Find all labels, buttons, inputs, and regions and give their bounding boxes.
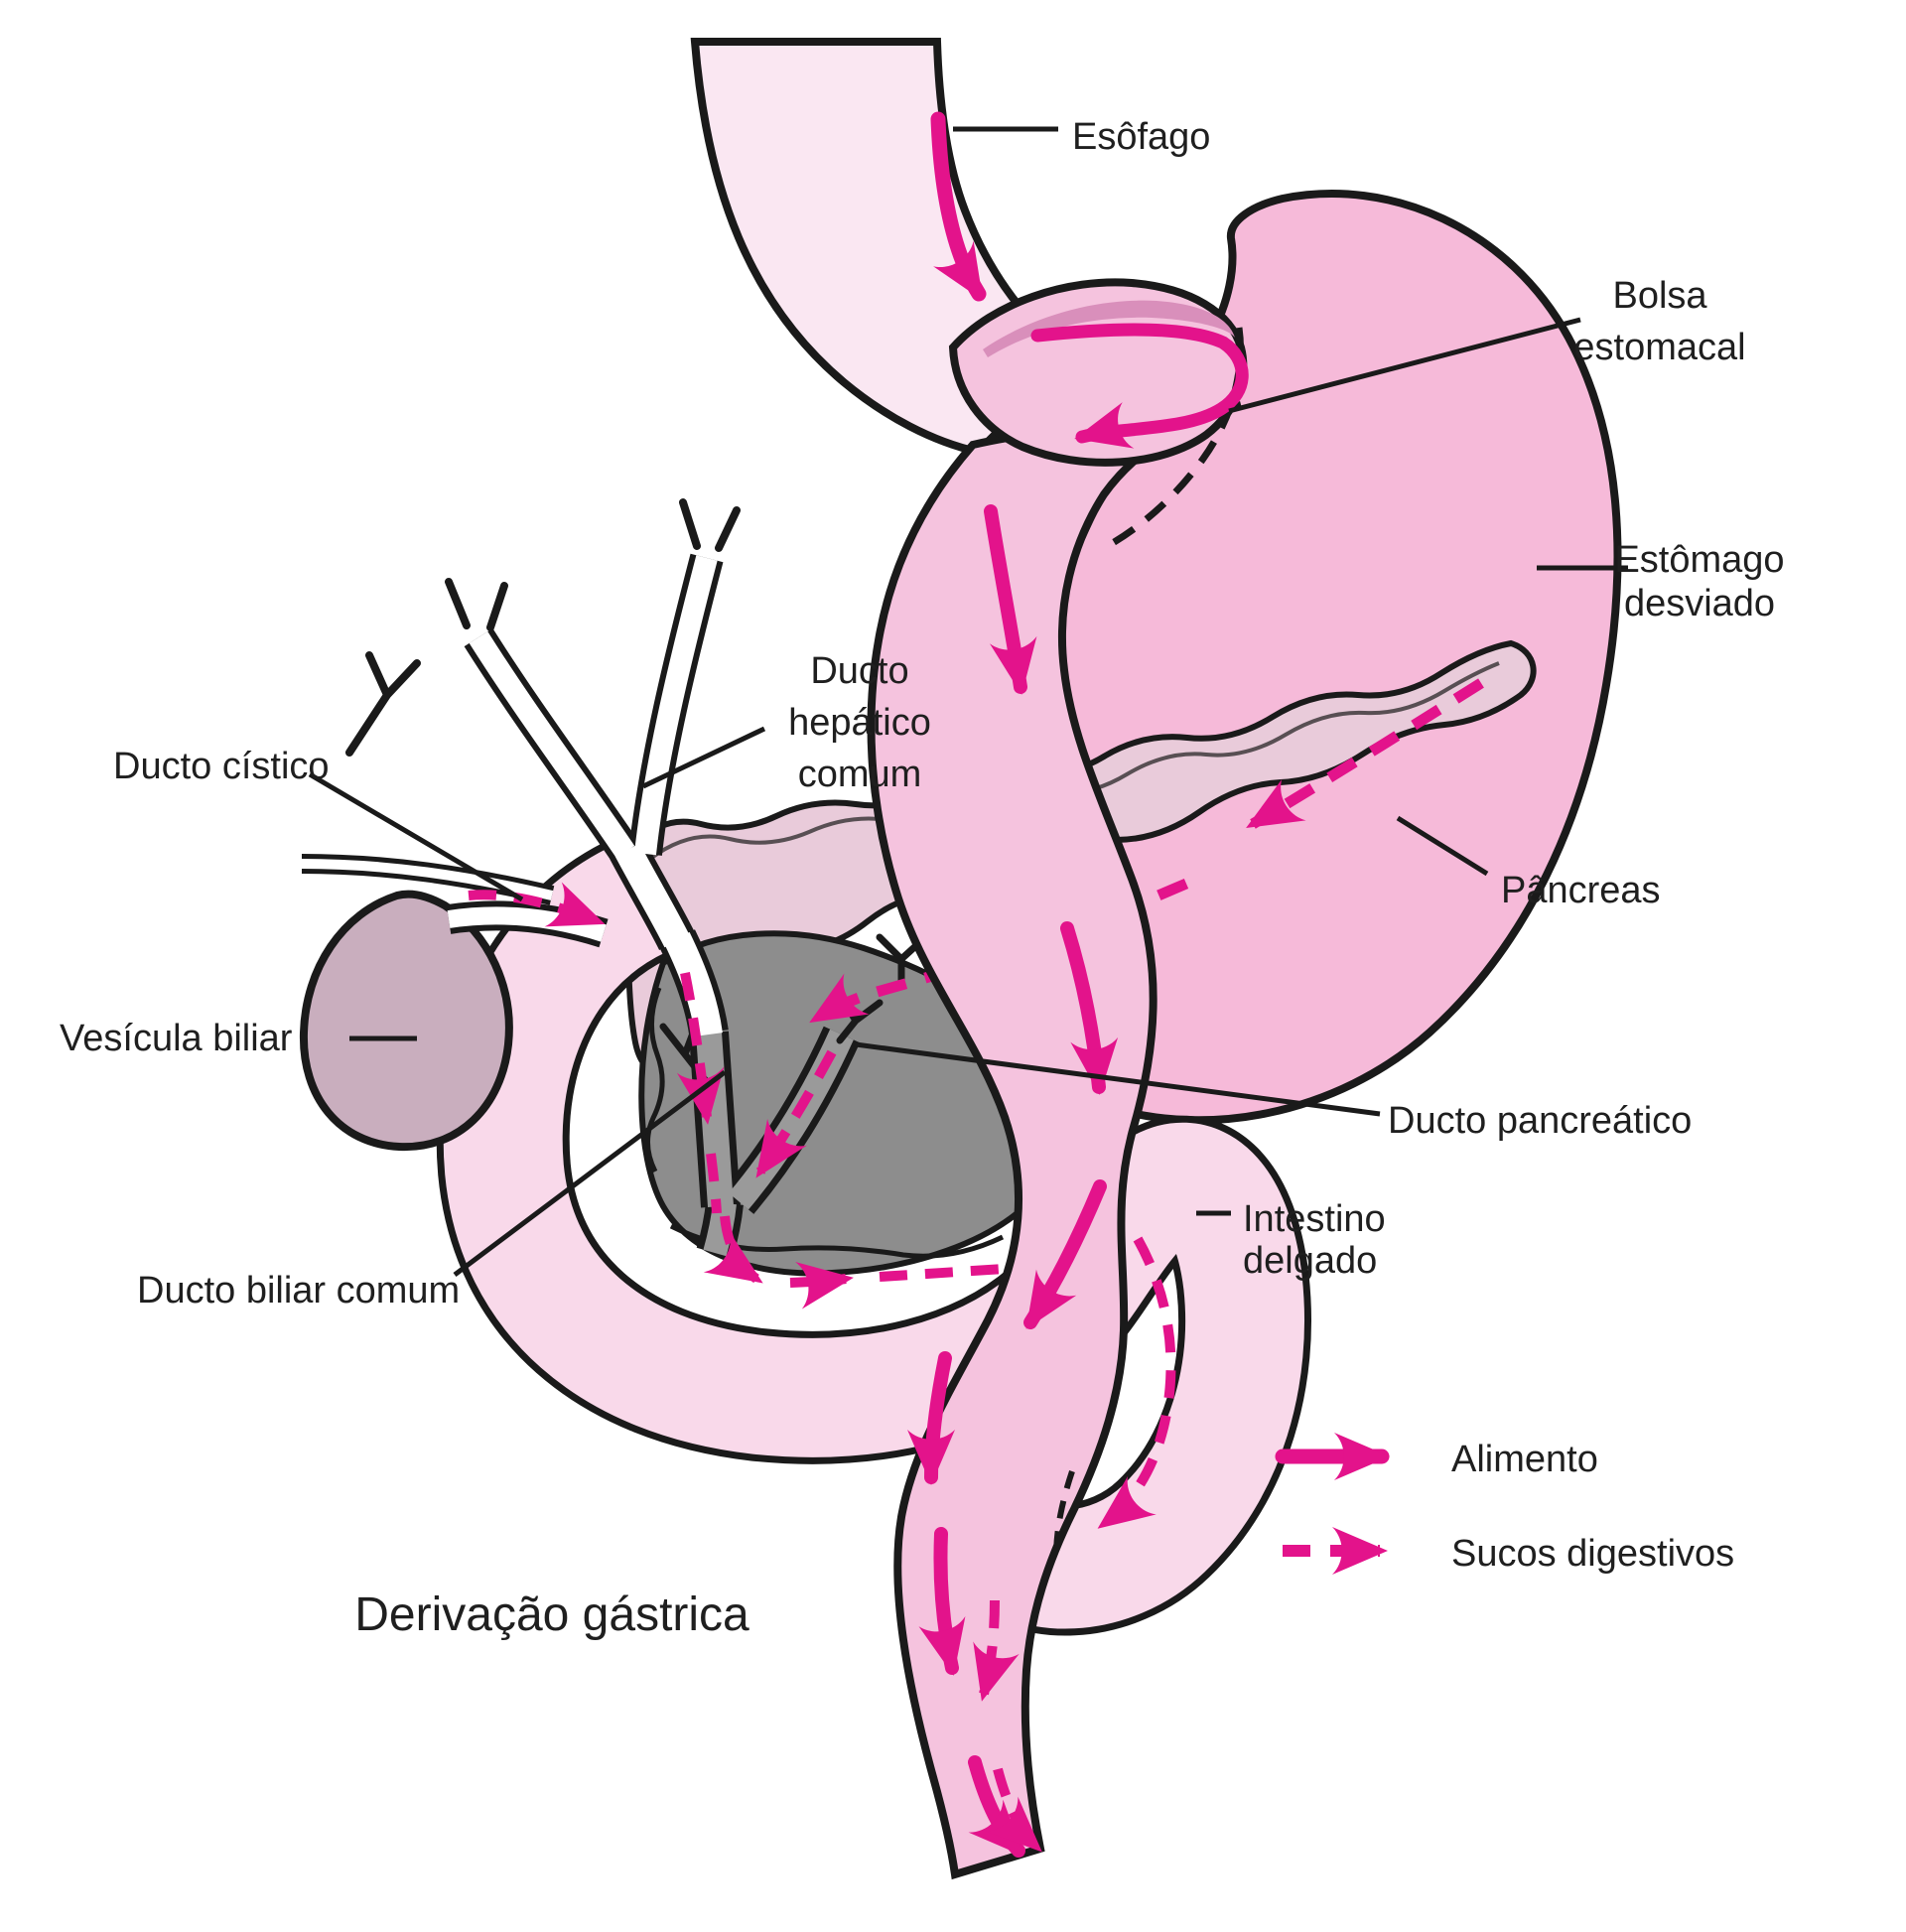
bile-flow [468,882,1006,1310]
label-hepatic-duct-3: comum [798,754,922,795]
label-esophagus: Esôfago [1072,116,1210,158]
labels: Esôfago Bolsa estomacal Estômago desviad… [60,116,1785,1641]
label-bypassed-stomach-1: Estômago [1614,539,1784,581]
label-common-bile-duct: Ducto biliar comum [137,1270,460,1311]
diagram-title: Derivação gástrica [354,1588,749,1641]
legend: Alimento Sucos digestivos [1275,1433,1734,1575]
legend-juices-label: Sucos digestivos [1451,1533,1734,1575]
label-hepatic-duct-2: hepático [788,702,931,744]
label-pancreatic-duct: Ducto pancreático [1388,1100,1692,1142]
small-intestine-limb-shape [867,401,1243,1880]
food-flow-arrow-esophagus [930,111,987,302]
label-hepatic-duct-1: Ducto [810,650,908,692]
label-small-intestine-1: Intestino [1243,1198,1386,1240]
leader-lines [308,126,1628,1277]
food-flow-arrows [907,323,1249,1858]
label-pouch-1: Bolsa [1612,275,1707,317]
legend-food-label: Alimento [1451,1439,1598,1480]
juice-flow-lower [973,1236,1176,1853]
pouch-cut-edge [983,300,1235,357]
hepatic-duct-twigs [345,498,741,757]
label-pouch-2: estomacal [1573,327,1745,368]
label-pancreas: Pâncreas [1501,870,1661,911]
label-bypassed-stomach-2: desviado [1624,583,1775,624]
biliary-tree [301,498,741,1037]
label-cystic-duct: Ducto cístico [113,746,330,787]
anastomosis-seam-dashed [1053,1470,1075,1558]
gallbladder-shape [299,890,513,1152]
label-gallbladder: Vesícula biliar [60,1018,293,1059]
label-small-intestine-2: delgado [1243,1240,1377,1282]
duodenum-wavy-edge [645,987,665,1173]
